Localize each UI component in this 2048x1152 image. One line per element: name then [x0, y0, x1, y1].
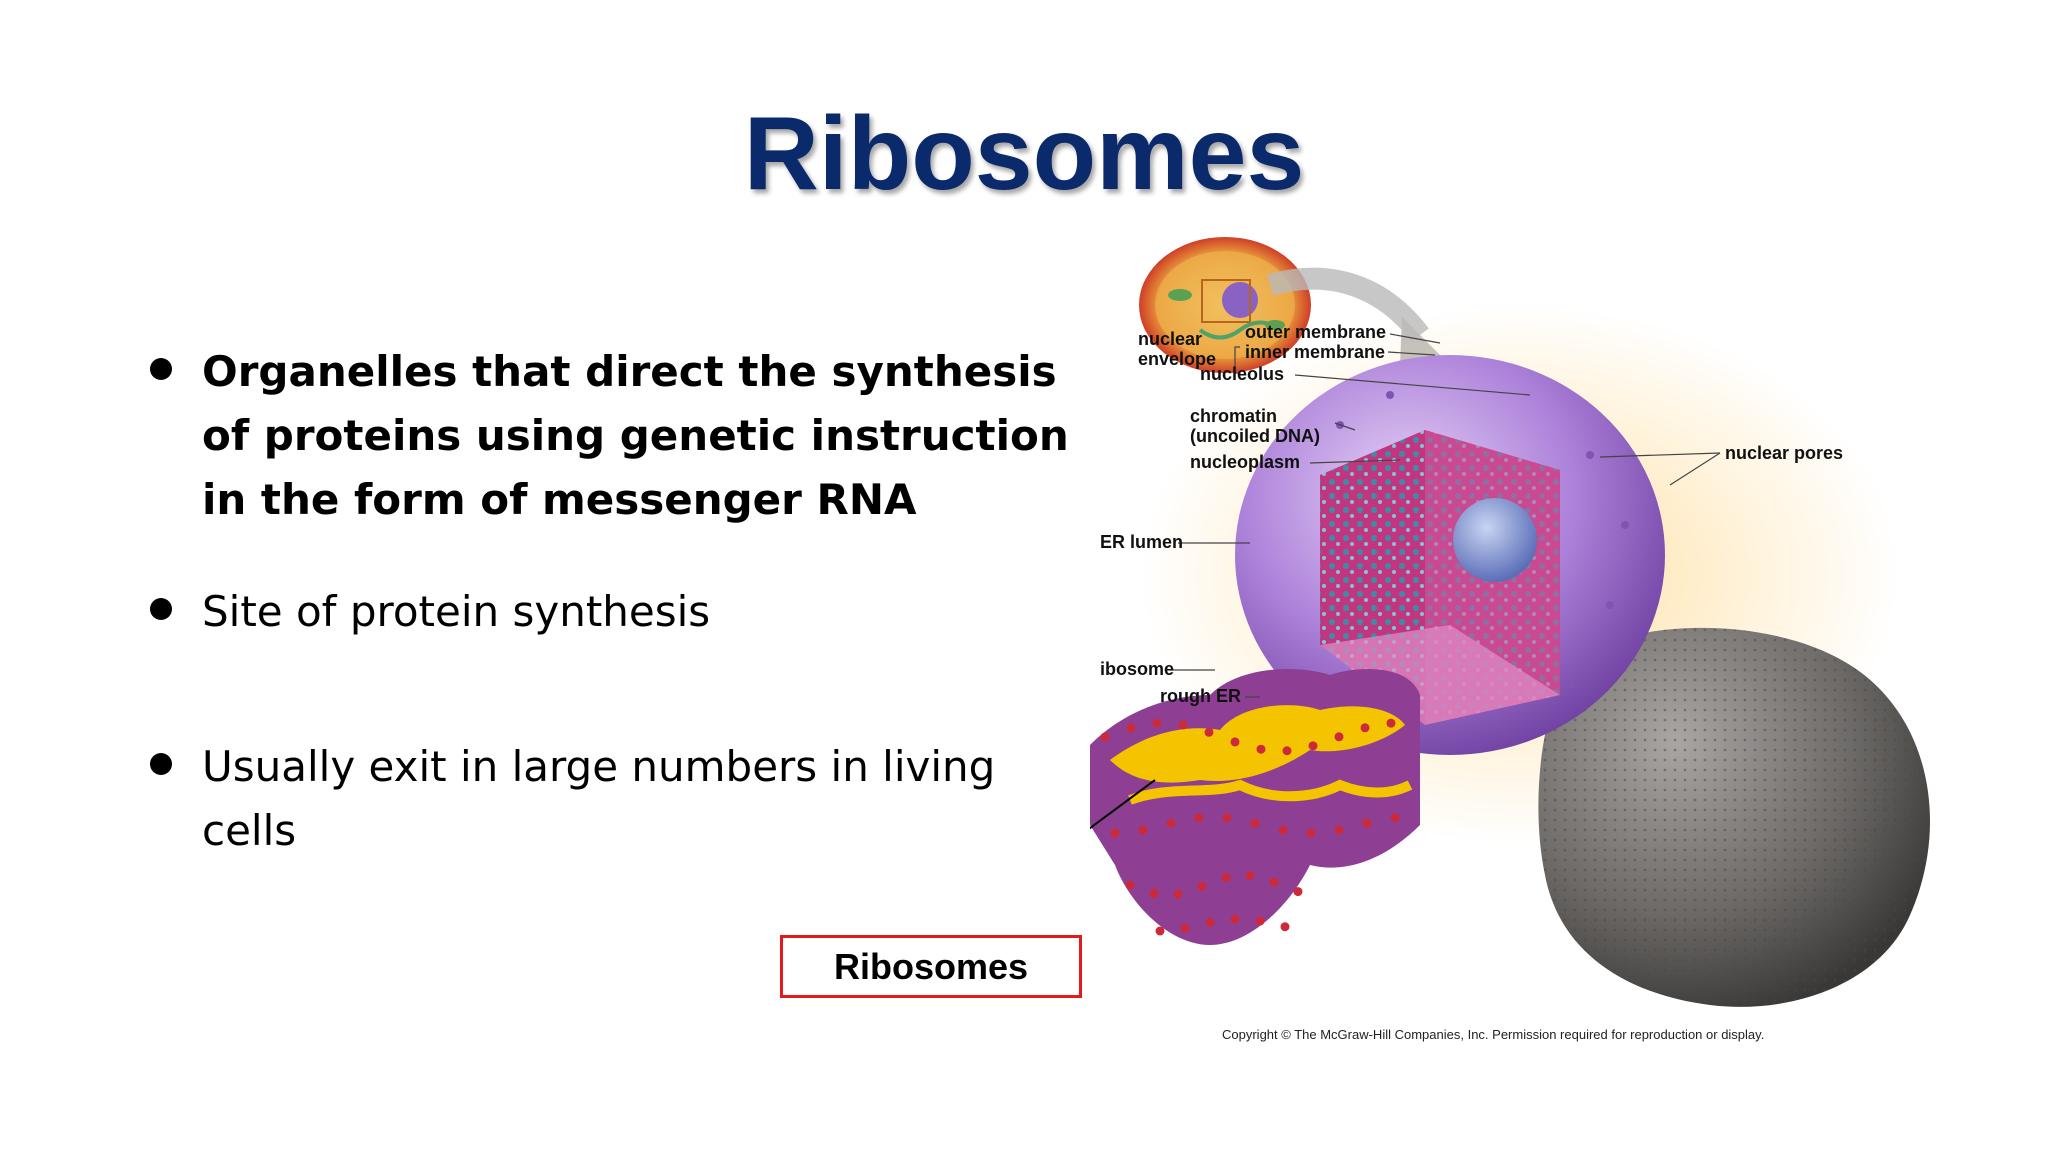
label-chromatin: chromatin — [1190, 406, 1277, 426]
label-nucleolus: nucleolus — [1200, 364, 1284, 384]
ribosome-dot — [1100, 732, 1110, 742]
ribosome-dot — [1166, 818, 1176, 828]
label-outer-membrane: outer membrane — [1245, 322, 1386, 342]
ribosome-dot — [1126, 723, 1136, 733]
ribosome-dot — [1230, 914, 1240, 924]
nuclear-envelope-surface — [1538, 627, 1930, 1007]
ribosome-dot — [1390, 813, 1400, 823]
ribosome-dot — [1278, 825, 1288, 835]
bullet-text-organelles: Organelles that direct the synthesis of … — [202, 347, 1069, 524]
label-nuclear: nuclear — [1138, 329, 1202, 349]
ribosome-dot — [1152, 718, 1162, 728]
ribosome-dot — [1178, 720, 1188, 730]
ribosome-dot — [1360, 723, 1370, 733]
nucleus-illustration: nuclear envelope outer membrane inner me… — [1090, 237, 1930, 1042]
bullet-text-numbers: Usually exit in large numbers in living … — [202, 742, 996, 855]
callout-arrow — [1090, 779, 1156, 830]
ribosome-dots — [1100, 718, 1400, 936]
copyright-notice: Copyright © The McGraw-Hill Companies, I… — [1222, 1027, 1764, 1042]
label-inner-membrane: inner membrane — [1245, 342, 1385, 362]
label-rough-er: rough ER — [1160, 686, 1241, 706]
ribosome-dot — [1155, 926, 1165, 936]
ribosome-dot — [1386, 718, 1396, 728]
ribosome-dot — [1221, 872, 1231, 882]
label-nuclear-pores: nuclear pores — [1725, 443, 1843, 463]
nucleus-sphere — [1235, 355, 1665, 755]
bullet-dot-icon — [150, 358, 172, 380]
label-uncoiled-dna: (uncoiled DNA) — [1190, 426, 1320, 446]
ribosome-dot — [1205, 918, 1215, 928]
ribosome-dot — [1250, 818, 1260, 828]
ribosomes-callout-box: Ribosomes — [780, 935, 1082, 998]
ribosome-dot — [1245, 870, 1255, 880]
bullet-dot-icon — [150, 753, 172, 775]
bullet-dot-icon — [150, 598, 172, 620]
label-nucleoplasm: nucleoplasm — [1190, 452, 1300, 472]
ribosome-dot — [1255, 916, 1265, 926]
label-leaders — [1170, 333, 1721, 698]
rough-er — [1090, 669, 1420, 945]
ribosome-dot — [1282, 746, 1292, 756]
ribosome-dot — [1334, 732, 1344, 742]
label-envelope: envelope — [1138, 349, 1216, 369]
cell-thumbnail — [1139, 237, 1311, 373]
ribosome-dot — [1173, 889, 1183, 899]
ribosome-dot — [1308, 741, 1318, 751]
ribosome-dot — [1204, 727, 1214, 737]
ribosome-dot — [1334, 825, 1344, 835]
ribosome-dot — [1180, 923, 1190, 933]
ribosome-dot — [1110, 828, 1120, 838]
ribosome-dot — [1197, 881, 1207, 891]
ribosome-dot — [1194, 813, 1204, 823]
bullet-text-site: Site of protein synthesis — [202, 587, 711, 636]
ribosome-dot — [1269, 877, 1279, 887]
ribosome-dot — [1230, 737, 1240, 747]
label-er-lumen: ER lumen — [1100, 532, 1183, 552]
ribosome-dot — [1222, 813, 1232, 823]
ribosome-dot — [1280, 922, 1290, 932]
ribosome-dot — [1138, 825, 1148, 835]
ribosome-dot — [1125, 880, 1135, 890]
ribosome-dot — [1362, 818, 1372, 828]
slide-title: Ribosomes — [743, 96, 1305, 212]
ribosome-dot — [1149, 888, 1159, 898]
ribosome-dot — [1306, 828, 1316, 838]
label-ribosome: ibosome — [1100, 659, 1174, 679]
ribosome-dot — [1256, 744, 1266, 754]
ribosome-dot — [1293, 887, 1303, 897]
